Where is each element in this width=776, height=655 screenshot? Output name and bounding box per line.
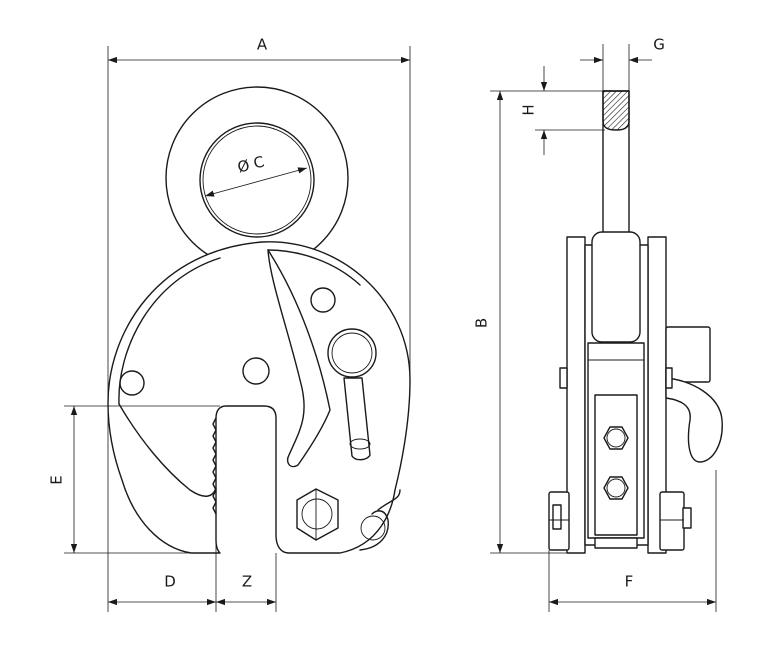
pivot-hole-right bbox=[310, 287, 336, 313]
label-d: D bbox=[164, 573, 176, 591]
front-view bbox=[107, 86, 411, 554]
pivot-hole-left bbox=[119, 370, 145, 396]
label-g: G bbox=[653, 36, 665, 54]
eye-section-hatch bbox=[602, 90, 630, 131]
dimensions bbox=[64, 44, 717, 612]
label-e: E bbox=[48, 475, 66, 484]
hex-nut bbox=[296, 488, 339, 541]
label-f: F bbox=[625, 573, 634, 591]
label-a: A bbox=[257, 36, 268, 54]
cam-plate bbox=[267, 249, 331, 468]
pivot-hole-center bbox=[242, 357, 270, 385]
side-view bbox=[548, 90, 723, 554]
side-lever-handle bbox=[665, 377, 723, 463]
label-h: H bbox=[520, 104, 538, 115]
clamp-body bbox=[107, 241, 411, 554]
side-bolt-lower bbox=[603, 476, 629, 500]
side-bolt-upper bbox=[603, 426, 629, 450]
serrated-jaw-teeth bbox=[212, 417, 217, 515]
label-z: Z bbox=[242, 573, 252, 591]
dimension-labels: A Ø C E D Z B H G F bbox=[48, 36, 665, 591]
label-b: B bbox=[473, 318, 491, 328]
lifting-eye bbox=[165, 86, 349, 270]
lever-knob bbox=[327, 328, 377, 461]
